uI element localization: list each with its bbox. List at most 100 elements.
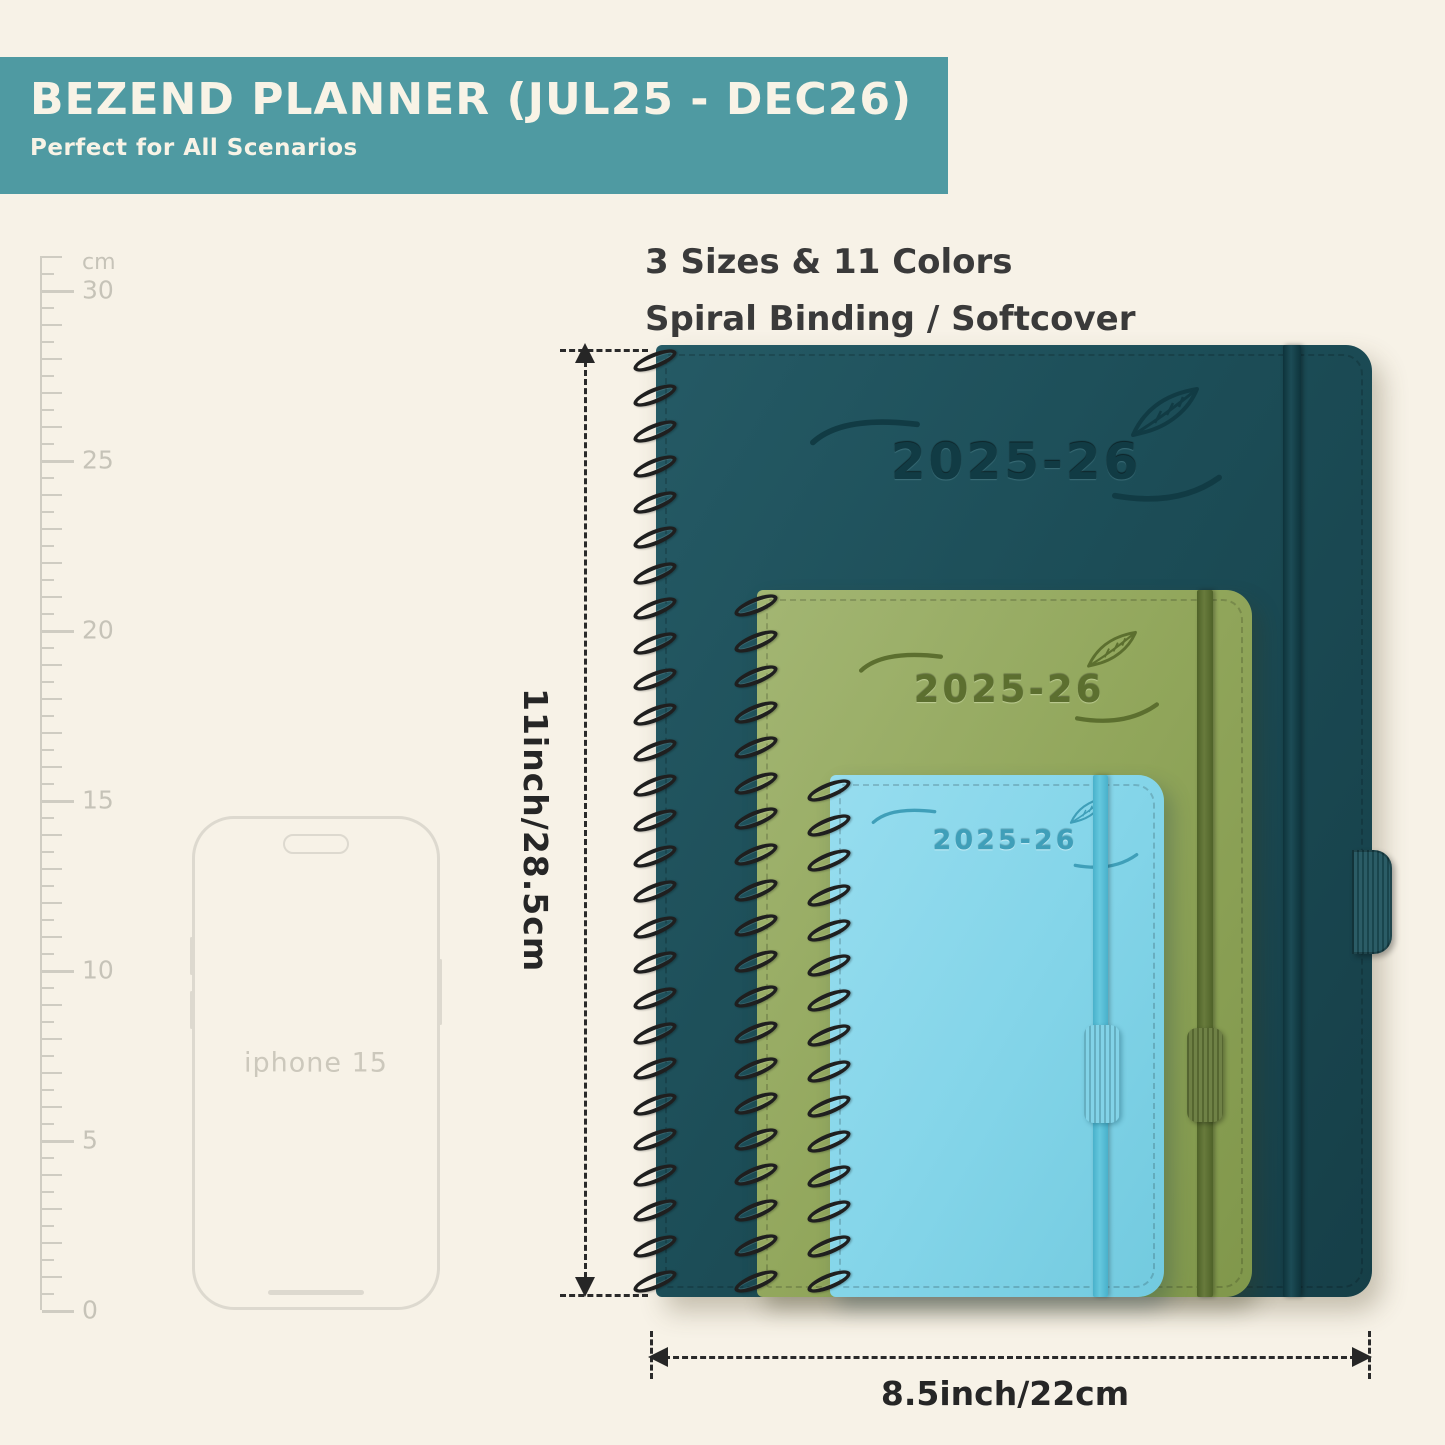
spiral-coil	[804, 1230, 854, 1262]
ruler-tick	[42, 358, 62, 360]
spiral-coil	[804, 985, 854, 1017]
phone-volume-button	[190, 937, 193, 975]
width-dimension-label: 8.5inch/22cm	[880, 1374, 1130, 1413]
spiral-coil	[804, 1160, 854, 1192]
ruler-tick	[42, 1174, 62, 1176]
ruler-tick	[42, 375, 54, 377]
elastic-band	[1283, 345, 1301, 1297]
width-dimension-line	[664, 1356, 1356, 1359]
ruler-tick	[42, 1242, 62, 1244]
logo-arc-left	[871, 808, 937, 824]
ruler-tick	[42, 392, 62, 394]
cover-year-label: 2025-26	[890, 433, 1142, 491]
logo-arc-right	[1112, 474, 1222, 502]
ruler-tick	[42, 1021, 54, 1023]
ruler-tick	[42, 1276, 62, 1278]
ruler-tick	[42, 613, 54, 615]
phone-label: iphone 15	[244, 1047, 388, 1079]
ruler-tick	[42, 1157, 54, 1159]
spiral-coil	[630, 628, 680, 660]
spiral-coil	[731, 838, 781, 871]
spiral-coil	[630, 769, 680, 802]
spiral-coil	[804, 845, 854, 877]
arrow-left-icon	[648, 1347, 668, 1367]
spiral-coil	[731, 1088, 781, 1120]
ruler-tick	[42, 749, 54, 751]
ruler-tick	[42, 817, 54, 819]
ruler-tick	[42, 1293, 54, 1295]
logo-arc-left	[810, 419, 920, 446]
ruler-tick	[42, 1259, 54, 1261]
spiral-binding	[630, 344, 680, 1298]
spiral-coil	[731, 945, 781, 977]
spiral-coil	[630, 663, 680, 695]
ruler-unit-label: cm	[82, 250, 116, 275]
ruler-tick	[42, 341, 54, 343]
spiral-binding	[731, 589, 781, 1298]
phone-volume-button	[190, 991, 193, 1029]
ruler-tick	[42, 477, 54, 479]
ruler-tick	[42, 681, 54, 683]
arrow-down-icon	[575, 1277, 595, 1297]
ruler-tick	[42, 494, 62, 496]
ruler-tick	[42, 766, 62, 768]
ruler-tick	[42, 630, 74, 633]
spiral-coil	[630, 380, 680, 412]
phone-notch	[283, 834, 349, 854]
ruler-label: 0	[82, 1295, 98, 1325]
ruler-tick	[42, 579, 54, 581]
ruler-label: 20	[82, 615, 114, 645]
spiral-coil	[731, 696, 781, 728]
spiral-coil	[630, 1195, 680, 1227]
arrow-right-icon	[1352, 1347, 1372, 1367]
spiral-coil	[804, 809, 854, 842]
spiral-coil	[731, 732, 781, 764]
ruler-tick	[42, 1123, 54, 1125]
spiral-coil	[731, 803, 781, 835]
spiral-coil	[630, 982, 680, 1014]
spiral-coil	[731, 1123, 781, 1155]
spiral-coil	[630, 592, 680, 625]
spiral-coil	[630, 947, 680, 979]
elastic-band	[1197, 590, 1213, 1297]
banner: BEZEND PLANNER (JUL25 - DEC26) Perfect f…	[0, 57, 948, 194]
spiral-coil	[630, 451, 680, 483]
ruler-tick	[42, 443, 54, 445]
spiral-coil	[804, 880, 854, 912]
ruler-label: 5	[82, 1125, 98, 1155]
spiral-coil	[630, 1088, 680, 1120]
ruler-tick	[42, 1310, 74, 1313]
spiral-coil	[630, 805, 680, 837]
ruler-tick	[42, 273, 54, 275]
ruler-tick	[42, 868, 62, 870]
ruler-tick	[42, 1191, 54, 1193]
spiral-coil	[630, 1053, 680, 1085]
ruler-tick	[42, 987, 54, 989]
height-dimension-label: 11inch/28.5cm	[516, 688, 555, 973]
phone-outline: iphone 15	[190, 816, 442, 1310]
ruler-tick	[42, 1106, 62, 1108]
spiral-coil	[630, 734, 680, 766]
spiral-coil	[731, 910, 781, 942]
spiral-coil	[731, 625, 781, 657]
feather-icon	[1131, 387, 1199, 437]
cover-logo: 2025-26	[858, 630, 1160, 723]
ruler-tick	[42, 664, 62, 666]
cover-year-label: 2025-26	[932, 825, 1078, 856]
spiral-coil	[804, 1125, 854, 1157]
ruler-tick	[42, 1004, 62, 1006]
ruler-tick	[42, 970, 74, 973]
banner-title: BEZEND PLANNER (JUL25 - DEC26)	[30, 74, 913, 125]
ruler-tick	[42, 460, 74, 463]
ruler-tick	[42, 800, 74, 803]
ruler-tick	[42, 1072, 62, 1074]
planner-small: 2025-26	[804, 774, 1164, 1297]
spiral-coil	[804, 1055, 854, 1087]
stitch-line	[839, 784, 1155, 1288]
spiral-binding	[804, 774, 854, 1297]
spiral-coil	[630, 911, 680, 943]
ruler-tick	[42, 1208, 62, 1210]
spiral-coil	[804, 1195, 854, 1227]
ruler-tick	[42, 1038, 62, 1040]
